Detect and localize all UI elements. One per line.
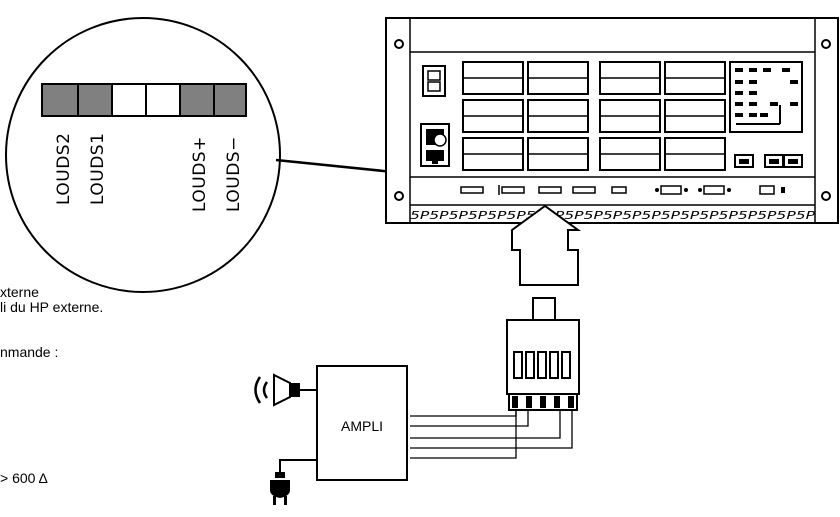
amplifier: AMPLI xyxy=(316,365,408,481)
connector-louds xyxy=(538,186,562,194)
label-louds2: LOUDS2 xyxy=(54,133,74,205)
dsub-connector-2 xyxy=(703,185,725,195)
plug-pin-2 xyxy=(525,351,535,379)
mount-hole-tr xyxy=(821,39,831,49)
label-louds1: LOUDS1 xyxy=(88,133,108,205)
wires xyxy=(410,410,573,459)
mount-hole-tl xyxy=(394,39,404,49)
network-ports xyxy=(734,154,803,168)
dsub-connector-1 xyxy=(660,185,682,195)
connector-1 xyxy=(460,186,484,194)
label-louds-minus: LOUDS− xyxy=(224,136,244,212)
zoom-detail: LOUDS2 LOUDS1 LOUDS+ LOUDS− xyxy=(5,17,281,293)
terminal-pin-3 xyxy=(111,83,147,117)
note-line-3: nmande : xyxy=(0,344,59,360)
plug-head xyxy=(270,480,290,498)
amplifier-label: AMPLI xyxy=(341,418,383,434)
wire-1 xyxy=(410,410,517,417)
terminal-pin-5 xyxy=(179,83,215,117)
power-cable xyxy=(279,459,317,474)
connector-5 xyxy=(611,186,627,194)
speaker-icon xyxy=(254,373,317,407)
wire-4 xyxy=(410,410,573,449)
sound-wave-2 xyxy=(254,376,262,404)
power-switch-knob xyxy=(433,133,447,147)
power-plug-icon xyxy=(270,459,317,505)
plug-prong-2 xyxy=(284,496,287,505)
note-line-1: xterne xyxy=(0,284,39,300)
note-line-4: > 600 Δ xyxy=(0,470,48,486)
equipment-chassis: 5P5P5P5P5P5P5P5P5P5P5P5P5P5P5P5P5P5P5P5P… xyxy=(385,17,839,224)
terminal-block xyxy=(41,83,247,117)
plug-pin-1 xyxy=(513,351,523,379)
mount-hole-bl xyxy=(394,191,404,201)
control-panel-frame xyxy=(729,61,803,133)
wire-3 xyxy=(410,410,561,439)
speaker-magnet xyxy=(290,383,300,397)
plug-pin-4 xyxy=(549,351,559,379)
display-segment xyxy=(427,70,441,81)
mount-hole-br xyxy=(821,191,831,201)
terminal-plug xyxy=(506,297,580,411)
terminal-pin-4 xyxy=(145,83,181,117)
wire-2 xyxy=(410,410,529,427)
dsub-connector-3 xyxy=(759,185,775,195)
module-slots xyxy=(462,61,726,171)
power-inlet xyxy=(426,150,444,164)
terminal-pin-2 xyxy=(77,83,113,117)
terminal-pin-1 xyxy=(41,83,79,117)
plug-prong-1 xyxy=(273,496,276,505)
display-segment xyxy=(427,81,441,92)
sound-wave-1 xyxy=(262,381,269,399)
plug-collar xyxy=(275,472,285,478)
speaker-cone xyxy=(273,373,291,407)
note-line-2: li du HP externe. xyxy=(0,299,104,315)
amplifier-box xyxy=(316,365,408,481)
connector-4 xyxy=(572,186,596,194)
plug-pin-3 xyxy=(537,351,547,379)
plug-top-tab xyxy=(532,297,556,323)
connector-2 xyxy=(501,186,525,194)
label-louds-plus: LOUDS+ xyxy=(190,136,210,212)
insertion-arrow xyxy=(511,204,582,286)
control-panel xyxy=(729,61,803,133)
wire-5 xyxy=(410,410,517,459)
terminal-pin-6 xyxy=(213,83,247,117)
rear-connectors xyxy=(460,185,785,195)
chassis-base-hatch: 5P5P5P5P5P5P5P5P5P5P5P5P5P5P5P5P5P5P5P5P… xyxy=(410,209,816,222)
plug-pin-5 xyxy=(561,351,571,379)
